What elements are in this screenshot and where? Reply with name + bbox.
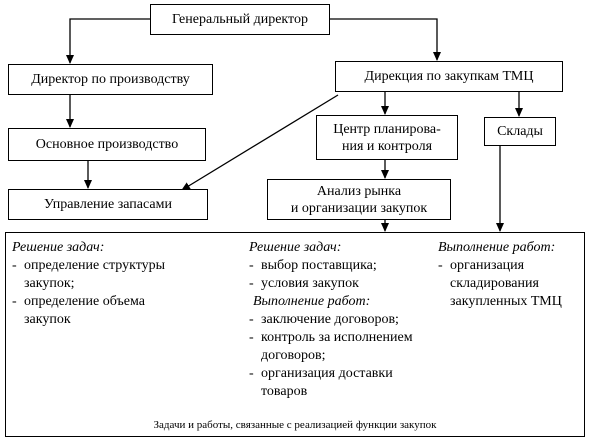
arrow-gd-to-procurement [330, 18, 441, 61]
main-production-label: Основное производство [35, 137, 179, 152]
planning-center-label-line1: Центр планирова- [333, 121, 441, 137]
col2-item-5-line2: товаров [261, 384, 308, 399]
tasks-and-works-box: Решение задач: определение структуры зак… [5, 232, 585, 437]
general-director-label: Генеральный директор [172, 12, 308, 27]
col2-item-2: условия закупок [249, 275, 449, 293]
warehouses-label: Склады [497, 124, 543, 139]
col3-item-1-line2: складирования [450, 276, 539, 291]
col3-item-1-line3: закупленных ТМЦ [450, 294, 562, 309]
col1-item-2-line1: определение объема [24, 294, 145, 309]
tasks-column-3: Выполнение работ: организация складирова… [438, 239, 580, 311]
production-director-box: Директор по производству [8, 64, 213, 95]
col2-item-4: контроль за исполнением договоров; [249, 329, 449, 365]
production-director-label: Директор по производству [31, 72, 190, 87]
tasks-column-2: Решение задач: выбор поставщика; условия… [249, 239, 449, 401]
market-analysis-label-line2: и организации закупок [290, 200, 428, 216]
tasks-column-1: Решение задач: определение структуры зак… [12, 239, 232, 329]
col1-item-1: определение структуры закупок; [12, 257, 232, 293]
inventory-management-label: Управление запасами [44, 197, 172, 212]
procurement-directorate-box: Дирекция по закупкам ТМЦ [335, 61, 563, 92]
main-production-box: Основное производство [8, 128, 206, 161]
col2-item-1: выбор поставщика; [249, 257, 449, 275]
col1-item-1-line1: определение структуры [24, 258, 166, 273]
planning-center-box: Центр планирова- ния и контроля [316, 115, 458, 160]
col1-item-2: определение объема закупок [12, 293, 232, 329]
col3-item-1-line1: организация [450, 258, 525, 273]
col2-header-2: Выполнение работ: [253, 294, 371, 309]
col3-header: Выполнение работ: [438, 240, 556, 255]
arrow-gd-to-production [66, 18, 150, 64]
general-director-box: Генеральный директор [150, 4, 330, 35]
inventory-management-box: Управление запасами [8, 189, 208, 220]
col2-item-4-line2: договоров; [261, 348, 326, 363]
warehouses-box: Склады [484, 117, 556, 146]
col2-item-3: заключение договоров; [249, 311, 449, 329]
col1-item-1-line2: закупок; [24, 276, 75, 291]
col2-item-1-line1: выбор поставщика; [261, 258, 377, 273]
market-analysis-label-line1: Анализ рынка [316, 183, 402, 199]
col1-header: Решение задач: [12, 240, 105, 255]
col2-header-1: Решение задач: [249, 240, 342, 255]
col2-item-2-line1: условия закупок [261, 276, 359, 291]
planning-center-label-line2: ния и контроля [341, 138, 433, 154]
tasks-footer-caption: Задачи и работы, связанные с реализацией… [153, 419, 437, 431]
procurement-directorate-label: Дирекция по закупкам ТМЦ [364, 69, 534, 84]
col2-item-4-line1: контроль за исполнением [261, 330, 413, 345]
col3-item-1: организация складирования закупленных ТМ… [438, 257, 580, 311]
col1-item-2-line2: закупок [24, 312, 71, 327]
col2-item-5: организация доставки товаров [249, 365, 449, 401]
col2-item-3-line1: заключение договоров; [261, 312, 399, 327]
arrow-procurement-to-inventory [181, 94, 339, 191]
col2-item-5-line1: организация доставки [261, 366, 393, 381]
market-analysis-box: Анализ рынка и организации закупок [267, 179, 451, 220]
